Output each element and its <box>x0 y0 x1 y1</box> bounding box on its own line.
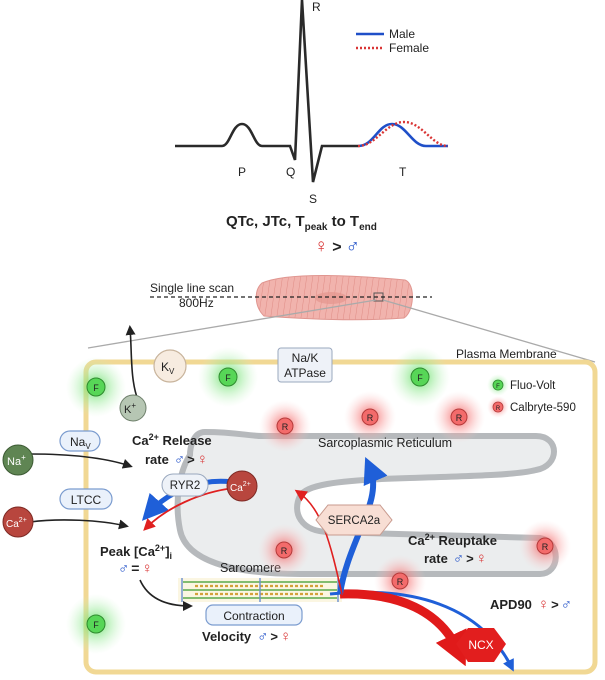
velocity-finding: Velocity♂>♀ <box>202 628 291 645</box>
sarcomere-fibers <box>178 578 342 602</box>
ecg-trace <box>175 0 449 183</box>
ecg-female-t-wave <box>357 120 449 148</box>
peak-ca-finding: Peak [Ca2+]i ♂=♀ <box>100 543 172 577</box>
svg-text:Ca2+: Ca2+ <box>6 517 27 530</box>
ecg-label-s: S <box>309 192 317 206</box>
legend-male-label: Male <box>389 27 415 41</box>
svg-text:ATPase: ATPase <box>284 366 326 380</box>
svg-text:R: R <box>282 422 289 432</box>
ca-influx-arrow <box>29 519 129 530</box>
svg-text:rate♂>♀: rate♂>♀ <box>145 451 208 468</box>
contraction-label: Contraction <box>223 609 284 623</box>
apd90-finding: APD90♀>♂ <box>490 596 572 613</box>
dye-legend: F Fluo-Volt R Calbryte-590 <box>487 374 576 418</box>
ecg-male-t-wave <box>357 122 448 148</box>
ryr2-release-red-arrow <box>143 487 235 531</box>
ecg-label-r: R <box>312 0 321 14</box>
ecg-legend: Male Female <box>356 27 429 55</box>
svg-text:♂=♀: ♂=♀ <box>118 560 153 577</box>
ncx-exchanger: NCX <box>456 628 506 662</box>
svg-text:R: R <box>496 406 501 412</box>
fluo-volt-circles: F F F F <box>86 367 430 634</box>
ecg-label-p: P <box>238 165 246 179</box>
calbryte-circles: R R R R R R <box>275 408 554 590</box>
ecg-label-q: Q <box>286 165 295 179</box>
svg-text:RYR2: RYR2 <box>170 480 200 492</box>
ryr2-channel: RYR2 <box>161 473 209 497</box>
svg-text:Peak [Ca2+]i: Peak [Ca2+]i <box>100 543 172 561</box>
ca-ion-sr: Ca2+ <box>226 470 258 502</box>
svg-text:Ca2+: Ca2+ <box>230 481 251 494</box>
svg-text:KV: KV <box>161 360 175 376</box>
k-efflux-arrow <box>125 325 139 401</box>
reuptake-rate-finding: Ca2+ Reuptake rate♂>♀ <box>408 532 497 567</box>
k-ion: K+ <box>119 394 147 422</box>
svg-text:Ca2+ Reuptake: Ca2+ Reuptake <box>408 532 497 548</box>
nak-atpase: Na/K ATPase <box>277 347 333 383</box>
svg-text:LTCC: LTCC <box>71 493 102 507</box>
svg-text:Na+: Na+ <box>7 453 26 468</box>
sr-label: Sarcoplasmic Reticulum <box>318 436 452 450</box>
ncx-red-arrow <box>339 589 467 667</box>
peak-to-contraction-arrow <box>139 579 193 611</box>
zoom-line-left <box>87 299 377 349</box>
kv-channel: KV <box>153 349 187 383</box>
scan-label-line1: Single line scan <box>150 281 234 295</box>
svg-text:F: F <box>93 620 99 630</box>
ltcc-channel: LTCC <box>59 488 113 510</box>
legend-calbryte-label: Calbryte-590 <box>510 402 576 414</box>
svg-text:Ca2+ Release: Ca2+ Release <box>132 432 212 448</box>
na-influx-arrow <box>29 453 133 469</box>
svg-text:R: R <box>397 577 404 587</box>
serca2a-pump: SERCA2a <box>315 504 393 536</box>
contraction-box: Contraction <box>205 604 303 626</box>
svg-text:R: R <box>281 546 288 556</box>
legend-fluo-volt-label: Fluo-Volt <box>510 380 556 392</box>
svg-text:APD90♀>♂: APD90♀>♂ <box>490 596 572 613</box>
na-ion: Na+ <box>2 444 34 476</box>
ca-ion-extracellular: Ca2+ <box>2 506 34 538</box>
svg-text:F: F <box>93 383 99 393</box>
svg-text:SERCA2a: SERCA2a <box>328 515 381 527</box>
interval-title: QTc, JTc, Tpeak to Tend <box>226 213 377 233</box>
svg-text:F: F <box>496 384 500 390</box>
release-rate-finding: Ca2+ Release rate♂>♀ <box>132 432 212 468</box>
zoom-line-right <box>382 299 596 363</box>
svg-text:F: F <box>225 373 231 383</box>
legend-female-label: Female <box>389 41 429 55</box>
svg-text:K+: K+ <box>124 401 136 416</box>
svg-text:rate♂>♀: rate♂>♀ <box>424 550 487 567</box>
interval-comparison: ♀>♂ <box>314 236 360 257</box>
nav-channel: NaV <box>59 430 101 452</box>
svg-text:R: R <box>367 413 374 423</box>
svg-text:NCX: NCX <box>468 638 493 652</box>
svg-text:NaV: NaV <box>70 435 91 451</box>
scan-label-line2: 800Hz <box>179 296 214 310</box>
svg-text:R: R <box>542 542 549 552</box>
plasma-membrane-label: Plasma Membrane <box>456 347 557 361</box>
ecg-label-t: T <box>399 165 407 179</box>
svg-text:F: F <box>417 373 423 383</box>
svg-text:R: R <box>456 413 463 423</box>
svg-text:Na/K: Na/K <box>292 351 319 365</box>
svg-text:Velocity♂>♀: Velocity♂>♀ <box>202 628 291 645</box>
